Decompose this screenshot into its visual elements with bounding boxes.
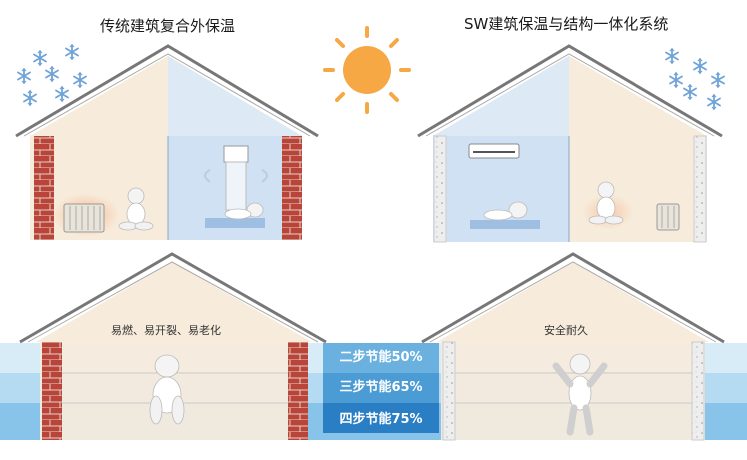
happy-figure-icon [552, 353, 608, 436]
energy-level-badge: 四步节能75% [339, 412, 423, 427]
house-traditional-top [15, 44, 319, 240]
radiator-icon [63, 203, 105, 233]
brick-wall-right [282, 136, 302, 240]
snowflake-icons-left [17, 44, 87, 106]
radiator-icon [656, 203, 680, 231]
air-conditioner-icon [468, 143, 520, 159]
caption-traditional: 易燃、易开裂、易老化 [111, 324, 221, 337]
title-traditional: 传统建筑复合外保温 [100, 17, 236, 35]
title-sw-system: SW建筑保温与结构一体化系统 [464, 15, 669, 33]
energy-level-badge: 三步节能65% [339, 380, 423, 395]
air-conditioner-icon [204, 145, 268, 211]
caption-sw: 安全耐久 [544, 324, 588, 337]
energy-level-badge: 二步节能50% [339, 350, 423, 365]
snowflake-icons-right [665, 48, 725, 110]
house-sw-top [417, 44, 723, 243]
sun-icon [323, 26, 411, 114]
brick-wall-left [34, 136, 54, 240]
house-sw-bottom [421, 252, 725, 441]
house-traditional-bottom [19, 252, 327, 440]
worried-figure-icon [149, 354, 185, 425]
